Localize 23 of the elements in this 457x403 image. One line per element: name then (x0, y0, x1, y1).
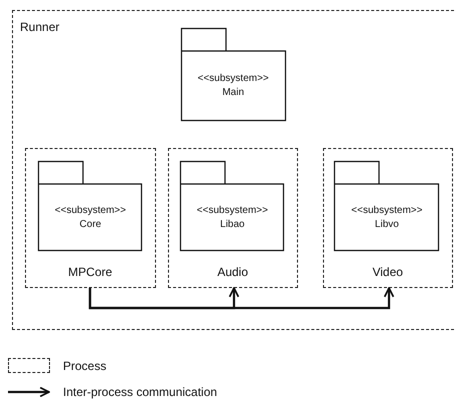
package-symbol (38, 161, 142, 252)
legend-label: Inter-process communication (63, 385, 218, 399)
subsystem-name: Libao (219, 218, 246, 232)
process-boundary (168, 148, 298, 288)
package-symbol (180, 161, 284, 252)
stereotype-label: <<subsystem>> (350, 204, 424, 218)
process-label: Audio (216, 264, 250, 279)
process-boundary (24, 148, 156, 288)
subsystem-name: Main (221, 86, 246, 100)
communication-arrow (88, 287, 394, 310)
package-symbol (180, 28, 286, 121)
subsystem-name: Core (78, 218, 102, 232)
stereotype-label: <<subsystem>> (196, 72, 270, 86)
process-label: Runner (20, 20, 60, 34)
process-label: Video (371, 264, 404, 279)
process-label: MPCore (67, 264, 114, 279)
process-boundary (322, 148, 453, 288)
legend-label: Process (63, 359, 106, 373)
stereotype-label: <<subsystem>> (54, 204, 127, 218)
package-symbol (334, 161, 440, 252)
stereotype-label: <<subsystem>> (196, 204, 269, 218)
runner-process-boundary (12, 10, 454, 330)
subsystem-name: Libvo (374, 218, 400, 232)
